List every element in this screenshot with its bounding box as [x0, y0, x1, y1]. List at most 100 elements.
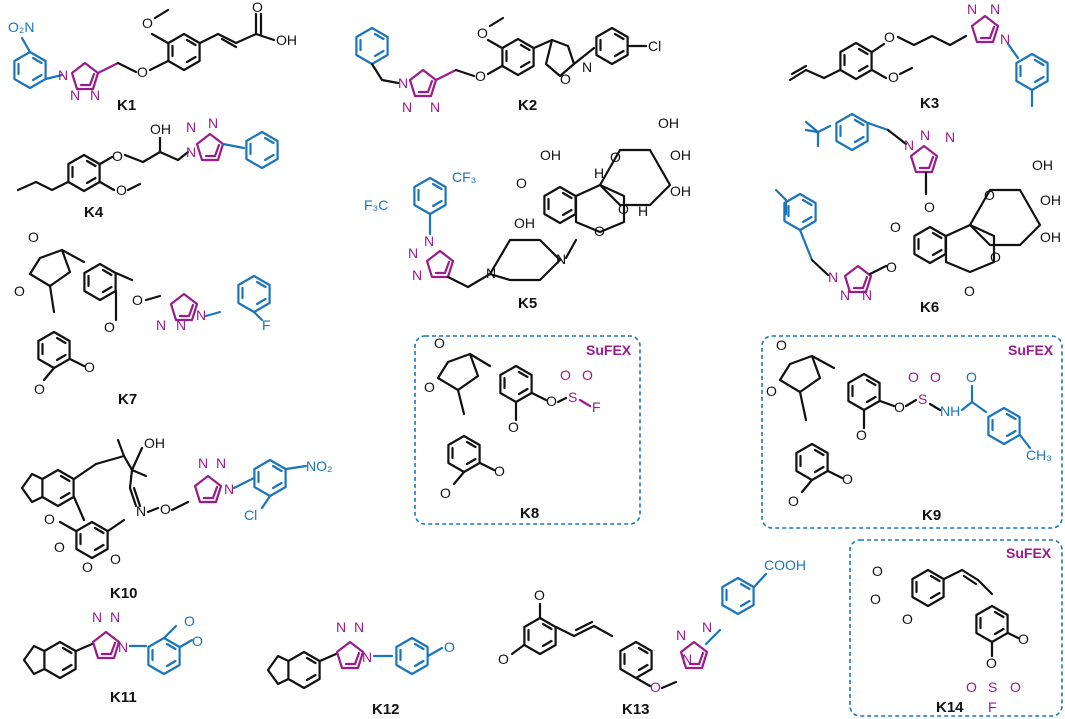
trifluoromethyl-label-2: F₃C [364, 197, 388, 213]
hydroxyl-3: OH [670, 147, 691, 163]
methoxy-oxygen-2: O [498, 651, 509, 667]
sulfonyl-ester-oxygen: O [894, 399, 905, 415]
methoxy-oxygen-2: O [870, 591, 881, 607]
hydroxymethyl-oh: OH [658, 115, 679, 131]
compound-k13: O O O N N N COOH K13 [498, 557, 806, 718]
lactone-carbonyl-oxygen: O [776, 337, 787, 353]
pyran-oxygen: O [984, 187, 995, 203]
triazole-n1: N [58, 67, 68, 83]
sulfamoyl-nh: NH [940, 403, 960, 419]
sulfur-label: S [988, 679, 997, 695]
chloro-label: Cl [244, 507, 257, 523]
methoxy-oxygen: O [444, 639, 455, 655]
oxime-oxygen: O [160, 501, 171, 517]
nitro-group-label: NO₂ [306, 458, 332, 474]
piperazine-n4: N [556, 251, 566, 267]
lactone-carbonyl-oxygen: O [28, 229, 39, 245]
triazole-n1-b: N [828, 269, 838, 285]
compound-label-k2: K2 [518, 97, 537, 114]
triazole-n1: N [424, 233, 434, 249]
compound-label-k14: K14 [936, 699, 964, 716]
methoxy-oxygen-3: O [440, 485, 451, 501]
isoxazoline-nitrogen: N [582, 59, 592, 75]
compound-label-k11: K11 [110, 689, 137, 706]
triazole-n1: N [1000, 31, 1010, 47]
compound-label-k1: K1 [117, 97, 136, 114]
compound-k4: O O OH N N N K4 [16, 115, 279, 221]
triazole-n2: N [70, 87, 80, 103]
sufex-box-k9 [761, 335, 1063, 529]
methoxy-oxygen-1: O [872, 563, 883, 579]
compound-label-k4: K4 [84, 204, 104, 221]
methoxy-oxygen-2: O [84, 359, 95, 375]
lactone-carbonyl-oxygen: O [434, 335, 445, 351]
methoxy-oxygen: O [888, 69, 899, 85]
triazole-n2: N [186, 119, 196, 135]
triazole-n1: N [196, 307, 206, 323]
triazole-n3: N [90, 87, 100, 103]
methoxy-oxygen-1: O [44, 511, 55, 527]
triazole-n3: N [156, 317, 166, 333]
methoxy-oxygen-2: O [184, 613, 195, 629]
lactone-oxygen: O [990, 249, 1001, 265]
hydroxyl-label: OH [150, 121, 171, 137]
compound-k1: O₂N N N N O O O OH K1 [8, 0, 297, 114]
ring-junction-h-2: H [638, 203, 648, 219]
oxime-nitrogen: N [136, 503, 146, 519]
compound-k11: N N N O O K11 [22, 609, 203, 706]
fluoro-label: F [262, 317, 271, 333]
carboxylic-acid-label: COOH [764, 557, 806, 573]
triazole-n2: N [920, 127, 930, 143]
lactone-carbonyl-oxygen: O [594, 223, 605, 239]
triazole-n2: N [682, 651, 692, 667]
sulfonyl-ester-oxygen: O [546, 393, 557, 409]
pyran-oxygen: O [610, 149, 621, 165]
triazole-n3: N [336, 619, 346, 635]
triazole-n2: N [408, 245, 418, 261]
methoxy-oxygen-3: O [34, 381, 45, 397]
sufex-tag-k9: SuFEX [1008, 342, 1054, 358]
compound-label-k12: K12 [372, 701, 400, 718]
methoxy-oxygen-4: O [110, 551, 121, 567]
compound-label-k5: K5 [518, 295, 537, 312]
compound-label-k3: K3 [920, 95, 939, 112]
ether-oxygen: O [475, 68, 486, 84]
compound-k9: SuFEX O O O S O O NH O CH₃ O O O K9 [761, 335, 1063, 529]
triazole-n1: N [224, 481, 234, 497]
triazole-n2: N [354, 619, 364, 635]
triazole-n1: N [362, 649, 372, 665]
methoxy-oxygen-1: O [534, 587, 545, 603]
hydroxyl-label: OH [144, 435, 165, 451]
triazole-n3: N [92, 609, 102, 625]
fluorosulfate-f: F [988, 699, 997, 715]
compound-label-k10: K10 [110, 585, 138, 602]
sulfonyl-oxygen-2: O [1010, 679, 1021, 695]
fluorosulfate-f: F [592, 399, 601, 415]
sulfonyl-oxygen-2: O [930, 369, 941, 385]
methoxy-oxygen: O [890, 219, 901, 235]
compound-label-k8: K8 [520, 505, 539, 522]
nitro-group-label: O₂N [8, 19, 34, 35]
triazole-n2-b: N [840, 287, 850, 303]
ether-oxygen: O [132, 292, 143, 308]
lactone-oxygen: O [14, 283, 25, 299]
triazole-n1: N [702, 619, 712, 635]
methoxy-oxygen-3: O [902, 611, 913, 627]
compound-k8: SuFEX O O O S O O F O O O K8 [414, 335, 641, 525]
amide-carbonyl-oxygen: O [966, 369, 977, 385]
compound-k14: SuFEX O O O O O S O O F K14 [849, 539, 1063, 717]
hydroxyl-label: OH [276, 32, 297, 48]
triazole-n3: N [198, 455, 208, 471]
methoxy-oxygen-3: O [788, 493, 799, 509]
compound-k10: OH N O N N N NO₂ Cl O O O O K10 [20, 435, 332, 602]
methoxy-oxygen-3: O [82, 559, 93, 575]
trifluoromethyl-label-1: CF₃ [452, 169, 476, 185]
triazole-n2: N [176, 317, 186, 333]
triazole-n1: N [186, 144, 196, 160]
triazole-n2: N [216, 455, 226, 471]
sufex-tag-k14: SuFEX [1006, 545, 1052, 561]
triazole-n1: N [118, 639, 128, 655]
triazole-n1: N [398, 75, 408, 91]
sulfonyl-oxygen-1: O [966, 679, 977, 695]
